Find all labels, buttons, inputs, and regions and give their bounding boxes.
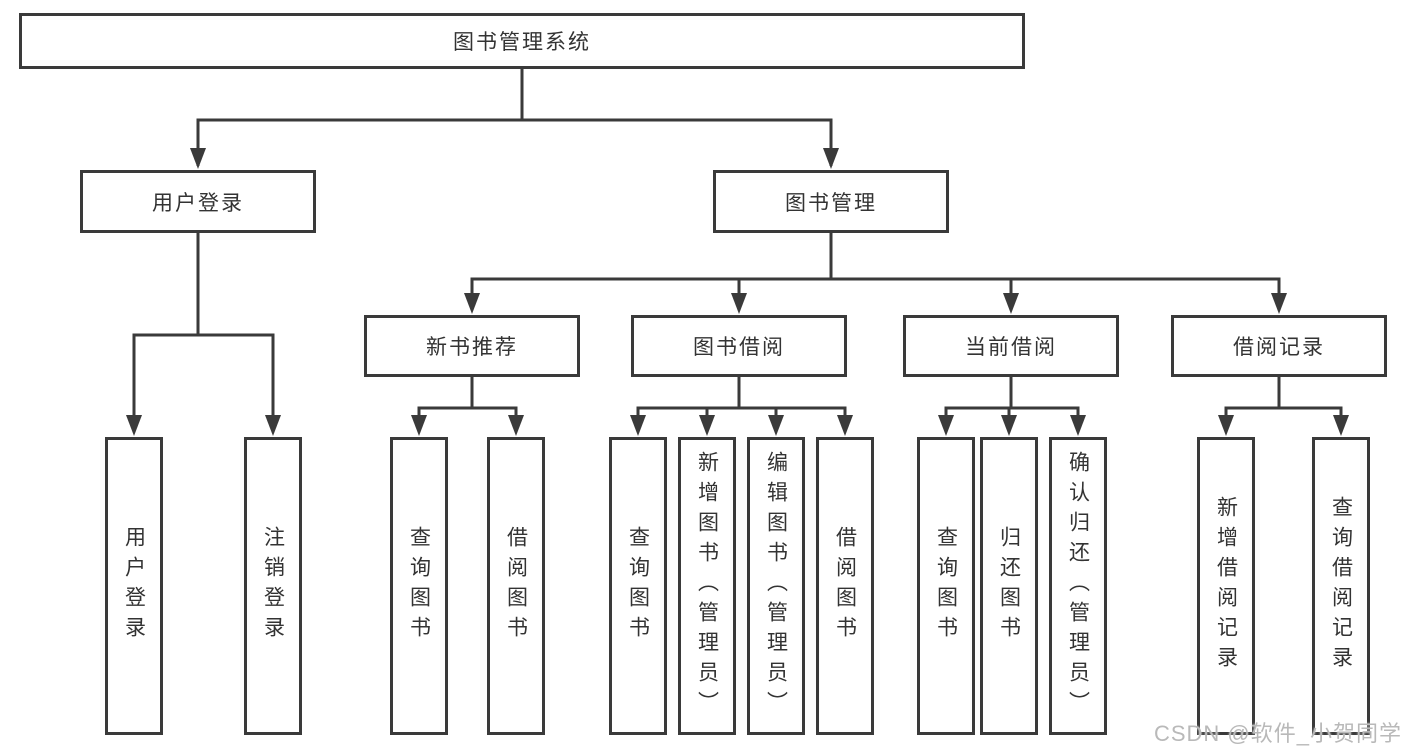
node-book-borrow: 图书借阅 [631,315,847,377]
leaf-add-book-admin: 新增图书（管理员） [678,437,736,735]
node-label: 图书管理系统 [453,31,591,54]
leaf-edit-book-admin: 编辑图书（管理员） [747,437,805,735]
leaf-query-book-recommend: 查询图书 [390,437,448,735]
node-library-management-system: 图书管理系统 [19,13,1025,69]
node-label: 用户登录 [122,526,146,646]
node-book-management: 图书管理 [713,170,949,233]
leaf-confirm-return-admin: 确认归还（管理员） [1049,437,1107,735]
node-label: 图书借阅 [693,336,785,359]
leaf-query-borrow-record: 查询借阅记录 [1312,437,1370,735]
node-label: 查询图书 [407,526,431,646]
connector-userlogin-to-leaves [126,231,281,436]
node-borrow-records: 借阅记录 [1171,315,1387,377]
node-label: 图书管理 [785,191,877,215]
node-label: 查询借阅记录 [1329,496,1353,676]
node-label: 查询图书 [934,526,958,646]
connector-currentborrow-to-leaves [938,375,1086,436]
node-label: 借阅记录 [1233,336,1325,359]
node-new-book-recommend: 新书推荐 [364,315,580,377]
leaf-return-book: 归还图书 [980,437,1038,735]
node-label: 新增借阅记录 [1214,496,1238,676]
connector-newbook-to-leaves [411,375,524,436]
node-current-borrow: 当前借阅 [903,315,1119,377]
connector-bookmgmt-to-level3 [464,231,1287,314]
node-label: 用户登录 [152,191,244,215]
leaf-user-login: 用户登录 [105,437,163,735]
connector-root-to-level2 [190,67,839,169]
node-label: 编辑图书（管理员） [764,451,788,721]
connector-bookborrow-to-leaves [630,375,853,436]
node-label: 借阅图书 [833,526,857,646]
connector-borrowrecords-to-leaves [1218,375,1349,436]
leaf-borrow-book-recommend: 借阅图书 [487,437,545,735]
csdn-watermark: CSDN @软件_小贺同学 [1153,721,1402,746]
node-label: 查询图书 [626,526,650,646]
leaf-query-book-current: 查询图书 [917,437,975,735]
leaf-query-book-borrow: 查询图书 [609,437,667,735]
node-label: 新书推荐 [426,336,518,359]
node-label: 借阅图书 [504,526,528,646]
node-label: 确认归还（管理员） [1066,451,1090,721]
node-label: 当前借阅 [965,336,1057,359]
leaf-logout-login: 注销登录 [244,437,302,735]
node-label: 新增图书（管理员） [695,451,719,721]
node-user-login: 用户登录 [80,170,316,233]
leaf-add-borrow-record: 新增借阅记录 [1197,437,1255,735]
leaf-borrow-book: 借阅图书 [816,437,874,735]
node-label: 归还图书 [997,526,1021,646]
node-label: 注销登录 [261,526,285,646]
